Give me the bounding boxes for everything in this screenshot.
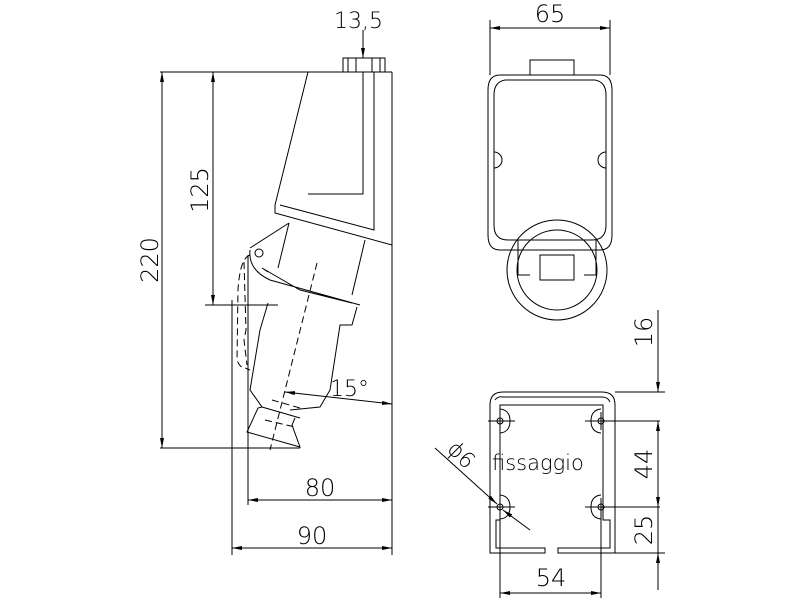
- socket-body: [246, 302, 358, 448]
- dim-top-label: 16: [630, 317, 658, 348]
- dim-angle-label: 15°: [330, 377, 369, 402]
- mounting-plate: [489, 391, 616, 554]
- mounting-holes: [488, 408, 660, 520]
- side-view: 13,5 220 125 15° 80 90: [136, 9, 393, 555]
- dim-height-label: 220: [136, 237, 164, 283]
- dim-bottom-label: 25: [630, 515, 658, 546]
- dim-depth-inner-label: 80: [305, 474, 336, 502]
- dim-width-label: 65: [535, 0, 566, 28]
- dim-middle-label: 44: [630, 449, 658, 480]
- cable-gland: [342, 57, 386, 73]
- housing-body: [274, 71, 393, 246]
- fixing-label: fissaggio: [492, 451, 584, 475]
- cable-gland-front: [529, 59, 575, 76]
- front-view: 65: [487, 0, 613, 321]
- dim-upper-label: 125: [186, 167, 214, 213]
- socket-face: [506, 219, 608, 321]
- dim-cable-label: 13,5: [334, 9, 383, 34]
- mounting-view: 16 44 25 54 ϕ6 fissaggio: [434, 310, 665, 598]
- housing-front: [487, 74, 613, 251]
- dim-depth-outer-label: 90: [297, 522, 328, 550]
- dim-54-label: 54: [536, 564, 567, 592]
- centerline: [269, 262, 318, 451]
- dim-hole-label: ϕ6: [442, 437, 480, 475]
